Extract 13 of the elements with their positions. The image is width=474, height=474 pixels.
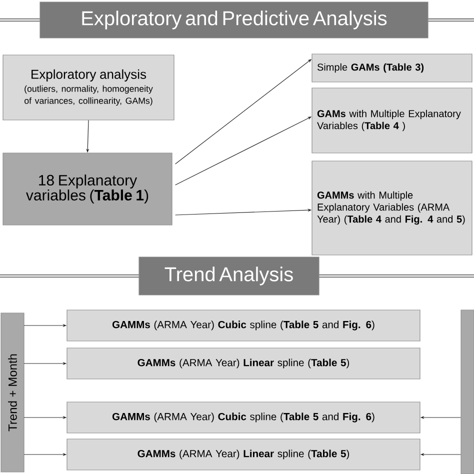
- result-box: GAMMs (ARMA Year) Linear spline (Table 5): [66, 438, 420, 470]
- result-box: GAMs with Multiple Explanatory Variables (Table 4 ): [312, 88, 472, 154]
- result-box: GAMMs (ARMA Year) Cubic spline (Table 5 and Fig. 6): [66, 402, 420, 434]
- result-box: GAMMs (ARMA Year) Cubic spline (Table 5 and Fig. 6): [66, 310, 420, 342]
- result-box: GAMMs (ARMA Year) Linear spline (Table 5): [66, 348, 420, 380]
- header-band: Exploratory and Predictive Analysis: [40, 2, 428, 38]
- process-box: Exploratory analysis (outliers, normality, homogeneity of variances, collinearity, GAMs): [2, 54, 174, 120]
- side-bar: [460, 310, 474, 474]
- header-band: Trend Analysis: [138, 256, 320, 296]
- result-box: Simple GAMs (Table 3): [312, 54, 472, 82]
- side-bar: Trend + Month: [0, 312, 24, 472]
- process-box: 18 Explanatory variables (Table 1): [2, 152, 172, 226]
- result-box: GAMMs with Multiple Explanatory Variables (ARMA Year) (Table 4 and Fig. 4 and 5): [312, 160, 472, 256]
